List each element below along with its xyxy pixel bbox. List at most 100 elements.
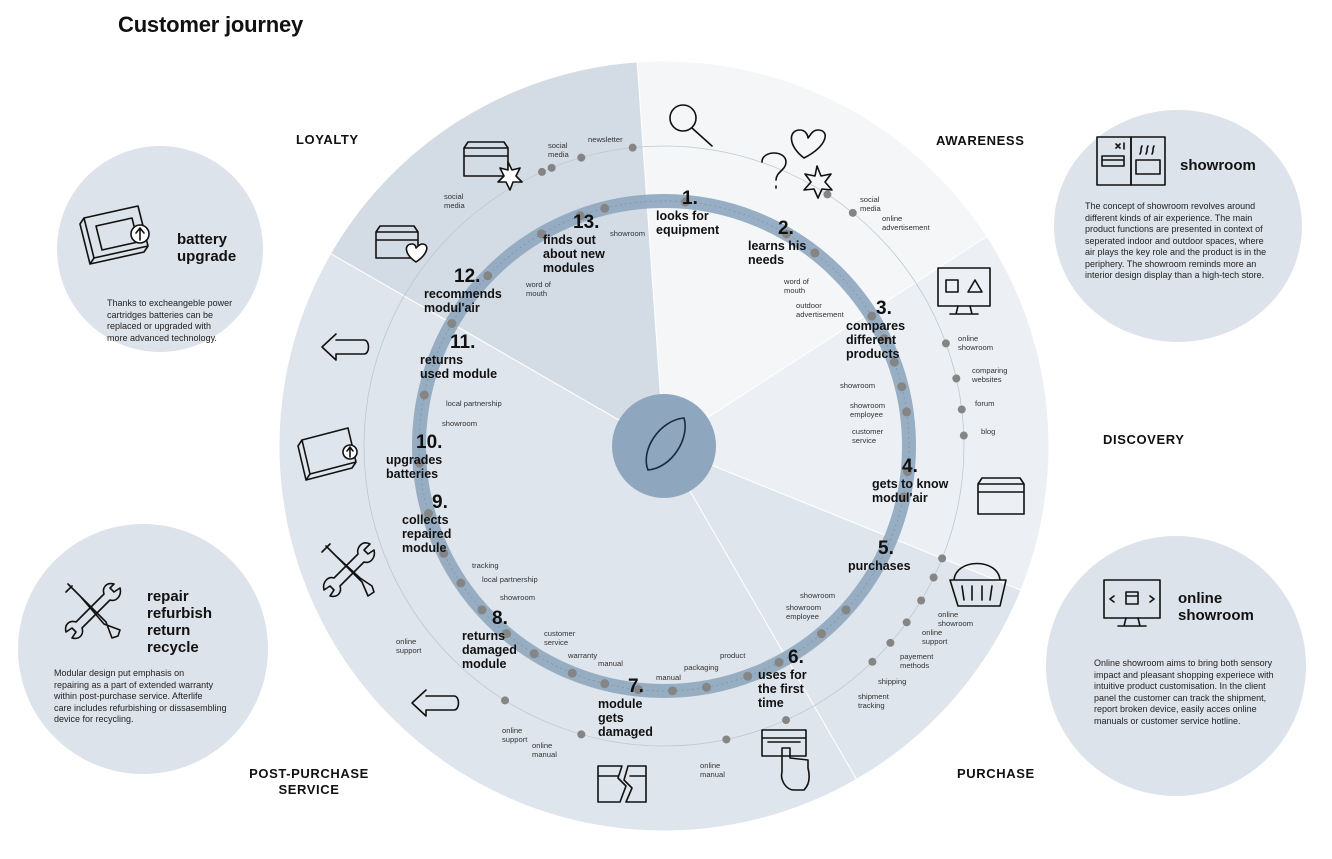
- magnifier-icon: [669, 104, 713, 147]
- touchpoint-label: showroom: [610, 229, 645, 238]
- device-icon: [977, 477, 1025, 515]
- phase-awareness: AWARENESS: [936, 133, 1025, 148]
- step-label: needs: [748, 253, 784, 267]
- step-label: batteries: [386, 467, 438, 481]
- touchpoint-label: online: [532, 741, 552, 750]
- touchpoint-label: mouth: [526, 289, 547, 298]
- step-number: 7.: [628, 676, 644, 697]
- repair-title-line: refurbish: [147, 605, 213, 622]
- touchpoint-dot: [547, 163, 556, 172]
- touchpoint-label: warranty: [567, 651, 597, 660]
- touchpoint-label: online: [882, 214, 902, 223]
- ring-dot: [483, 271, 493, 281]
- desc-line: Modular design put emphasis on: [54, 668, 185, 678]
- step-label: time: [758, 696, 784, 710]
- online-showroom-panel: [1046, 536, 1306, 796]
- touchpoint-dot: [868, 657, 877, 666]
- step-number: 10.: [416, 432, 442, 453]
- step-label: damaged: [598, 725, 653, 739]
- ring-dot: [668, 686, 678, 696]
- touchpoint-dot: [886, 638, 895, 647]
- step-label: returns: [462, 629, 505, 643]
- touchpoint-label: manual: [532, 750, 557, 759]
- step-label: upgrades: [386, 453, 442, 467]
- phase-discovery: DISCOVERY: [1103, 432, 1185, 447]
- ring-dot: [529, 649, 539, 659]
- touchpoint-label: word of: [783, 277, 810, 286]
- touchpoint-label: service: [544, 638, 568, 647]
- touchpoint-label: websites: [971, 375, 1002, 384]
- touchpoint-label: online: [700, 761, 720, 770]
- touchpoint-dot: [537, 167, 546, 176]
- ring-dot: [567, 668, 577, 678]
- desc-line: Online showroom aims to bring both senso…: [1094, 658, 1273, 668]
- desc-line: periphery. The showroom reminds more an: [1085, 258, 1257, 269]
- ring-dot: [902, 407, 912, 417]
- touchpoint-dot: [823, 190, 832, 199]
- touchpoint-label: online: [396, 637, 416, 646]
- phase-purchase: PURCHASE: [957, 766, 1035, 781]
- touchpoint-label: customer: [544, 629, 576, 638]
- touchpoint-label: local partnership: [446, 399, 502, 408]
- touchpoint-label: local partnership: [482, 575, 538, 584]
- step-label: modul'air: [872, 491, 928, 505]
- step-label: equipment: [656, 223, 720, 237]
- desc-line: more advanced technology.: [107, 332, 217, 343]
- touchpoint-label: packaging: [684, 663, 719, 672]
- step-number: 1.: [682, 188, 698, 209]
- journey-ring-dashes: [418, 200, 910, 692]
- touchpoint-label: manual: [656, 673, 681, 682]
- step-number: 13.: [573, 212, 599, 233]
- touchpoint-dot: [941, 339, 950, 348]
- touchpoint-dot: [959, 431, 968, 440]
- broken-device-icon: [597, 765, 647, 803]
- battery-small-icon: [297, 427, 358, 481]
- touchpoint-label: payement: [900, 652, 934, 661]
- ring-dot: [702, 682, 712, 692]
- touchpoint-label: blog: [981, 427, 995, 436]
- desc-line: seperated indoor and outdoor spaces, whe…: [1085, 235, 1264, 246]
- return-arrow-icon: [321, 333, 370, 361]
- touchpoint-labels: socialmedianewslettersocialmediasocialme…: [396, 135, 1007, 779]
- ring-dot: [680, 197, 690, 207]
- touchpoint-dot: [929, 573, 938, 582]
- touchpoint-label: support: [502, 735, 528, 744]
- touchpoint-label: support: [396, 646, 422, 655]
- step-label: different: [846, 333, 897, 347]
- touchpoint-label: advertisement: [796, 310, 845, 319]
- step-5: 5.purchases: [848, 538, 911, 573]
- touchpoint-label: shipment: [858, 692, 890, 701]
- touchpoint-label: showroom: [442, 419, 477, 428]
- repair-description: Modular design put emphasis on repairing…: [54, 668, 227, 726]
- touchpoint-label: employee: [786, 612, 819, 621]
- touchpoint-dot: [577, 153, 586, 162]
- step-number: 2.: [778, 218, 794, 239]
- touchpoint-dot: [628, 143, 637, 152]
- desc-line: product functions are presented in conte…: [1085, 224, 1263, 234]
- touchpoint-label: customer: [852, 427, 884, 436]
- discovery-segment: [662, 235, 1050, 591]
- ring-dots: [415, 197, 913, 696]
- ring-dot: [897, 382, 907, 392]
- desc-line: repairing as a part of extended warranty: [54, 679, 214, 690]
- touchpoint-dot: [952, 374, 961, 383]
- touchpoint-label: word of: [525, 280, 552, 289]
- touchpoint-label: comparing: [972, 366, 1007, 375]
- showroom-panel: [1054, 110, 1302, 342]
- battery-upgrade-title: battery upgrade: [177, 231, 236, 265]
- desc-line: cartridges batteries can be: [107, 309, 214, 320]
- touchpoint-label: media: [444, 201, 465, 210]
- ring-dot: [477, 605, 487, 615]
- ring-dot: [841, 605, 851, 615]
- repair-title-line: return: [147, 622, 191, 639]
- ring-dot: [810, 248, 820, 258]
